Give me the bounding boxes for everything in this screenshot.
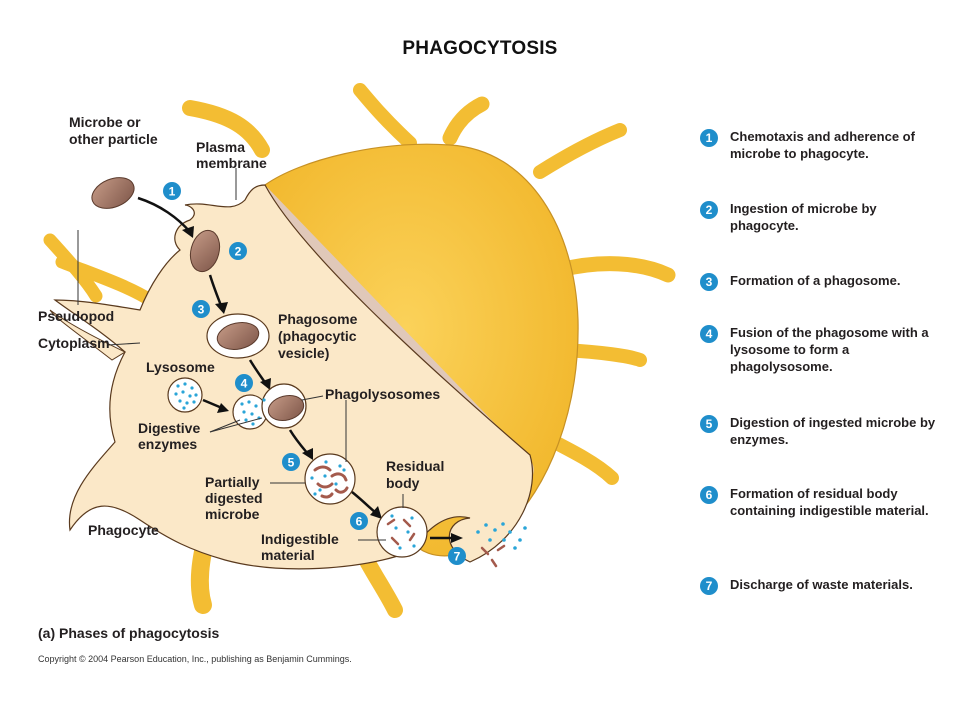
step-2: 2 Ingestion of microbe by phagocyte.	[700, 200, 945, 234]
copyright-notice: Copyright © 2004 Pearson Education, Inc.…	[38, 654, 352, 664]
label-partially-2: digested	[205, 490, 263, 506]
arrow-1-head	[182, 226, 194, 238]
step-6: 6 Formation of residual body containing …	[700, 485, 945, 519]
badge-5-icon	[282, 453, 300, 471]
pseudopod	[49, 309, 127, 361]
label-phagosome-3: vesicle)	[278, 345, 329, 361]
label-cytoplasm: Cytoplasm	[38, 335, 110, 351]
label-phagosome-1: Phagosome	[278, 311, 358, 327]
step-1-badge-icon: 1	[700, 129, 718, 147]
label-residual-1: Residual	[386, 458, 444, 474]
diagram-labels: Microbe or other particle Plasma membran…	[38, 114, 444, 563]
step-5-text: Digestion of ingested microbe by enzymes…	[730, 415, 936, 447]
digested-fragments	[313, 465, 349, 499]
badge-1-icon	[163, 182, 181, 200]
label-pseudopod: Pseudopod	[38, 308, 114, 324]
microbe	[91, 177, 135, 209]
discharge-material	[476, 522, 527, 568]
svg-text:7: 7	[454, 550, 461, 564]
step-1-text: Chemotaxis and adherence of microbe to p…	[730, 129, 915, 161]
arrow-lyso-head	[217, 403, 229, 413]
arrow-4-head	[302, 448, 313, 460]
badge-2-icon	[229, 242, 247, 260]
diagram-badges: 1 2 3 4 5 6 7	[163, 182, 466, 565]
step-2-badge-icon: 2	[700, 201, 718, 219]
step-5: 5 Digestion of ingested microbe by enzym…	[700, 414, 945, 448]
svg-text:2: 2	[235, 245, 242, 259]
step-3: 3 Formation of a phagosome.	[700, 272, 945, 291]
residual-enzymes	[390, 514, 416, 550]
step-4: 4 Fusion of the phagosome with a lysosom…	[700, 324, 945, 375]
step-4-text: Fusion of the phagosome with a lysosome …	[730, 325, 929, 374]
step-3-badge-icon: 3	[700, 273, 718, 291]
leader-lines	[77, 168, 404, 541]
phagolysosome-microbe	[267, 395, 305, 421]
svg-text:5: 5	[288, 456, 295, 470]
residual-body	[376, 506, 428, 558]
svg-text:6: 6	[356, 515, 363, 529]
svg-text:3: 3	[198, 303, 205, 317]
label-phagocyte: Phagocyte	[88, 522, 159, 538]
label-indigestible-2: material	[261, 547, 315, 563]
label-plasma-1: Plasma	[196, 139, 245, 155]
phagolysosome-enzymes	[240, 398, 266, 426]
caption-tag: (a)	[38, 625, 56, 641]
figure-caption: (a) Phases of phagocytosis	[38, 625, 219, 641]
label-digestive-1: Digestive	[138, 420, 200, 436]
caption-text: Phases of phagocytosis	[59, 625, 220, 641]
arrow-5-head	[370, 506, 382, 519]
step-6-text: Formation of residual body containing in…	[730, 486, 929, 518]
label-microbe-1: Microbe or	[69, 114, 141, 130]
label-digestive-2: enzymes	[138, 436, 197, 452]
label-partially-3: microbe	[205, 506, 260, 522]
label-microbe-2: other particle	[69, 131, 158, 147]
label-phagolysosomes: Phagolysosomes	[325, 386, 440, 402]
lysosome-enzymes	[174, 382, 198, 410]
label-indigestible-1: Indigestible	[261, 531, 339, 547]
svg-text:1: 1	[169, 185, 176, 199]
arrow-6-head	[451, 533, 463, 543]
digestion-enzymes	[310, 460, 346, 496]
label-lysosome: Lysosome	[146, 359, 215, 375]
label-plasma-2: membrane	[196, 155, 267, 171]
badge-4-icon	[235, 374, 253, 392]
page-title: PHAGOCYTOSIS	[402, 38, 558, 59]
step-7-badge-icon: 7	[700, 577, 718, 595]
label-residual-2: body	[386, 475, 420, 491]
residual-fragments	[386, 518, 416, 546]
microbe-ingested	[189, 229, 221, 273]
phagolysosome-a	[232, 394, 268, 430]
arrow-lyso	[202, 398, 223, 410]
step-1: 1 Chemotaxis and adherence of microbe to…	[700, 128, 945, 162]
step-5-badge-icon: 5	[700, 415, 718, 433]
badge-6-icon	[350, 512, 368, 530]
step-4-badge-icon: 4	[700, 325, 718, 343]
badge-7-icon	[448, 547, 466, 565]
step-3-text: Formation of a phagosome.	[730, 273, 901, 288]
step-2-text: Ingestion of microbe by phagocyte.	[730, 201, 877, 233]
step-7: 7 Discharge of waste materials.	[700, 576, 945, 595]
label-phagosome-2: (phagocytic	[278, 328, 357, 344]
step-6-badge-icon: 6	[700, 486, 718, 504]
badge-3-icon	[192, 300, 210, 318]
label-partially-1: Partially	[205, 474, 260, 490]
svg-text:4: 4	[241, 377, 248, 391]
arrow-3-head	[260, 378, 271, 390]
phagosome-microbe	[216, 322, 260, 350]
arrow-2-head	[215, 302, 228, 314]
step-7-text: Discharge of waste materials.	[730, 577, 913, 592]
